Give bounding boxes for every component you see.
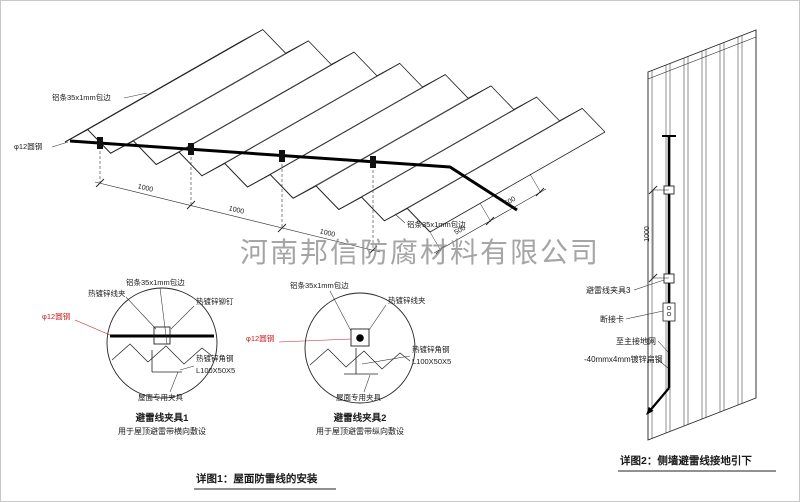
leader-clamp3: [633, 279, 665, 291]
roof-side-edges: [64, 41, 606, 233]
label-disconnect: 断接卡: [600, 314, 624, 324]
detail1-label-angle-steel: 热镀锌角钢: [196, 353, 234, 363]
detail2-clamp: [350, 328, 370, 347]
label-round-steel-roof: φ12圆钢: [14, 141, 42, 151]
ground-arrowhead: [646, 406, 654, 415]
detail2-wire-cross-section: [356, 334, 364, 342]
detail1-label-angle-spec: L100X50X5: [196, 366, 235, 375]
dim-1000-c: 1000: [319, 228, 336, 239]
leader-disconnect: [625, 310, 664, 320]
leader-al-strip-top: [123, 92, 148, 99]
leader-to-ground: [657, 340, 669, 353]
caption-detail2: 详图2：侧墙避雷线接地引下: [620, 454, 752, 467]
detail1-leader-rivet: [170, 305, 195, 330]
dim-500-a: 500: [453, 225, 467, 237]
dim-500-b: 500: [503, 196, 517, 208]
leader-al-strip-bottom: [394, 213, 406, 224]
roof-back-edge: [239, 29, 606, 133]
detail1-subtitle: 用于屋顶避雷带横向敷设: [118, 426, 206, 436]
detail2-leader-al-strip: [329, 290, 352, 332]
label-al-strip-top: 铝条35x1mm包边: [52, 92, 111, 102]
disconnect-card-symbol: [662, 302, 676, 322]
detail1-leader-wire-clip: [125, 296, 157, 330]
label-flat-steel: -40mmx4mm镀锌扁钢: [584, 354, 663, 364]
dimension-line-front: [94, 181, 381, 253]
wire-clamp: [279, 150, 285, 162]
dimension-extension-right: [429, 173, 542, 252]
detail1-label-rivet: 热镀锌铆钉: [196, 296, 234, 306]
detail-circle-2: 铝条35x1mm包边 热镀锌线夹 φ12圆钢 热镀锌角钢 L100X50X5 屋…: [246, 280, 451, 436]
detail1-leader-roof-fixture: [169, 371, 179, 393]
wire-clamp: [370, 156, 376, 168]
detail2-circle-outline: [304, 292, 416, 404]
wire-clamps: [97, 137, 376, 168]
dimension-ticks-front: [95, 178, 378, 255]
detail2-roof-profile: [309, 348, 411, 370]
wire-clamp: [188, 143, 194, 155]
detail1-label-wire-clip: 热镀锌线夹: [88, 288, 126, 298]
wire-clamp: [97, 137, 103, 149]
wall-corrugation-lines: [651, 35, 743, 439]
detail2-label-wire-clip: 热镀锌线夹: [388, 295, 426, 305]
detail1-leader-al-strip: [159, 287, 168, 345]
detail1-roof-profile: [111, 343, 213, 365]
detail1-angle-steel: [151, 350, 182, 373]
detail1-clamp: [153, 326, 171, 345]
leader-flat-steel: [656, 358, 669, 369]
detail1-title: 避雷线夹具1: [136, 412, 190, 424]
disconnect-bolt-bottom: [666, 311, 672, 317]
conductor-clamp-lower: [663, 273, 675, 284]
detail1-label-round-steel: φ12圆钢: [42, 311, 70, 321]
side-wall-view: 1000 避雷线夹具3 断接卡 至主接地网 -40mmx4mm镀锌扁钢: [584, 29, 757, 441]
detail1-leader-round-steel: [74, 319, 111, 336]
detail2-subtitle: 用于屋顶避雷带纵向敷设: [316, 426, 404, 436]
dim-1000-a: 1000: [137, 183, 154, 194]
label-to-ground: 至主接地网: [616, 336, 656, 346]
detail-circle-1: 热镀锌线夹 铝条35x1mm包边 热镀锌铆钉 φ12圆钢 热镀锌角钢 L100X…: [42, 277, 235, 436]
caption-detail1: 详图1：屋面防雷线的安装: [196, 472, 318, 485]
detail1-label-roof-fixture: 屋面专用夹具: [138, 392, 183, 402]
detail2-title: 避雷线夹具2: [334, 412, 387, 424]
detail2-leader-angle-steel: [361, 355, 411, 365]
wall-dim-ticks: [648, 185, 658, 283]
roof-isometric-view: 1000 1000 1000 500 500 铝条35x1mm包边 φ12圆钢 …: [14, 29, 606, 255]
detail2-leader-wire-clip: [368, 304, 387, 331]
wall-dim-extensions: [653, 189, 669, 279]
ground-lead-line: [647, 387, 670, 414]
detail2-angle-steel: [344, 348, 378, 375]
detail2-label-al-strip: 铝条35x1mm包边: [290, 280, 349, 290]
disconnect-bolt-top: [666, 305, 672, 311]
detail1-label-al-strip: 铝条35x1mm包边: [126, 277, 185, 287]
label-clamp3: 避雷线夹具3: [586, 285, 631, 295]
roof-corrugation-ridge-lines: [87, 29, 583, 209]
detail2-label-round-steel: φ12圆钢: [246, 333, 274, 343]
detail2-label-angle-spec: L100X50X5: [412, 357, 451, 366]
detail2-label-angle-steel: 热镀锌角钢: [412, 344, 450, 354]
label-al-strip-bottom: 铝条35x1mm包边: [407, 219, 466, 229]
leader-round-steel-roof: [51, 141, 69, 148]
detail2-label-roof-fixture: 屋面专用夹具: [336, 392, 381, 402]
detail1-leader-angle-steel: [179, 365, 195, 371]
wall-dim-1000: 1000: [644, 226, 651, 242]
lightning-wire: [69, 139, 518, 212]
detail1-circle-outline: [106, 287, 218, 399]
dim-1000-b: 1000: [228, 205, 245, 216]
dimension-ticks-right: [435, 187, 545, 255]
dimension-extension-dashed: [99, 151, 374, 250]
detail2-leader-round-steel: [278, 338, 352, 343]
detail2-leader-roof-fixture: [363, 374, 371, 393]
roof-corrugation-valley-lines: [110, 52, 560, 222]
captions: 详图1：屋面防雷线的安装 详图2：侧墙避雷线接地引下: [194, 454, 776, 490]
watermark-company-name: 河南邦信防腐材料有限公司: [240, 237, 600, 268]
